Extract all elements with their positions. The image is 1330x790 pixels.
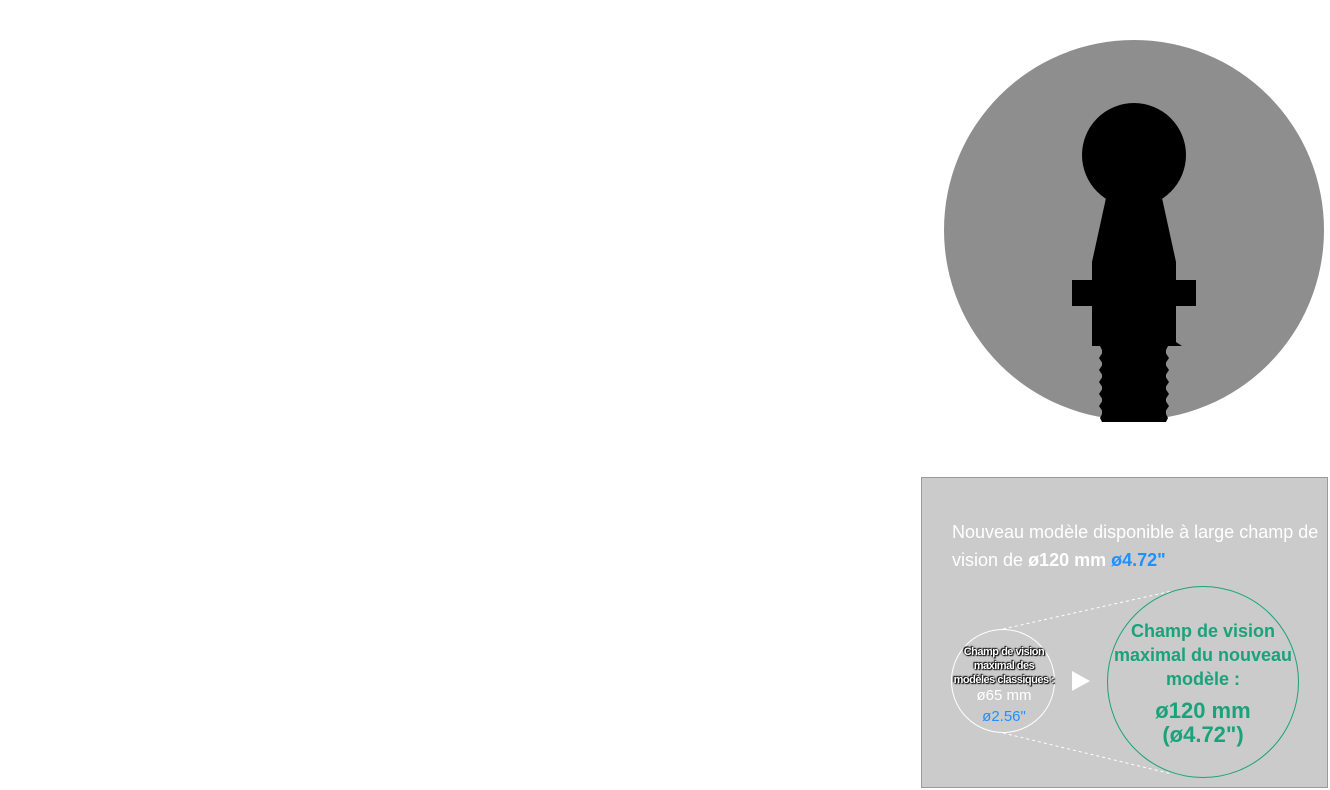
headline: Nouveau modèle disponible à large champ … bbox=[952, 518, 1322, 574]
ball-mount-icon bbox=[1072, 103, 1196, 422]
classic-value-mm: ø65 mm bbox=[976, 687, 1032, 704]
classic-value-in: ø2.56" bbox=[982, 708, 1026, 725]
info-panel: Nouveau modèle disponible à large champ … bbox=[921, 477, 1328, 788]
classic-caption: Champ de vision maximal des modèles clas… bbox=[953, 646, 1055, 686]
headline-value-in: ø4.72" bbox=[1111, 550, 1166, 570]
connector-lines bbox=[1002, 590, 1173, 775]
new-caption: Champ de vision maximal du nouveau modèl… bbox=[1113, 621, 1293, 689]
headline-text: Nouveau modèle disponible à large champ … bbox=[952, 522, 1319, 570]
product-photo bbox=[944, 40, 1324, 422]
new-model-circle: Champ de vision maximal du nouveau modèl… bbox=[1107, 586, 1299, 778]
headline-value-mm: ø120 mm bbox=[1028, 550, 1107, 570]
new-value-mm: ø120 mm bbox=[1155, 698, 1251, 723]
play-arrow-icon bbox=[1072, 671, 1090, 691]
classic-model-circle: Champ de vision maximal des modèles clas… bbox=[951, 629, 1055, 733]
new-value-in: (ø4.72") bbox=[1162, 722, 1244, 747]
new-value: ø120 mm (ø4.72") bbox=[1108, 699, 1298, 747]
